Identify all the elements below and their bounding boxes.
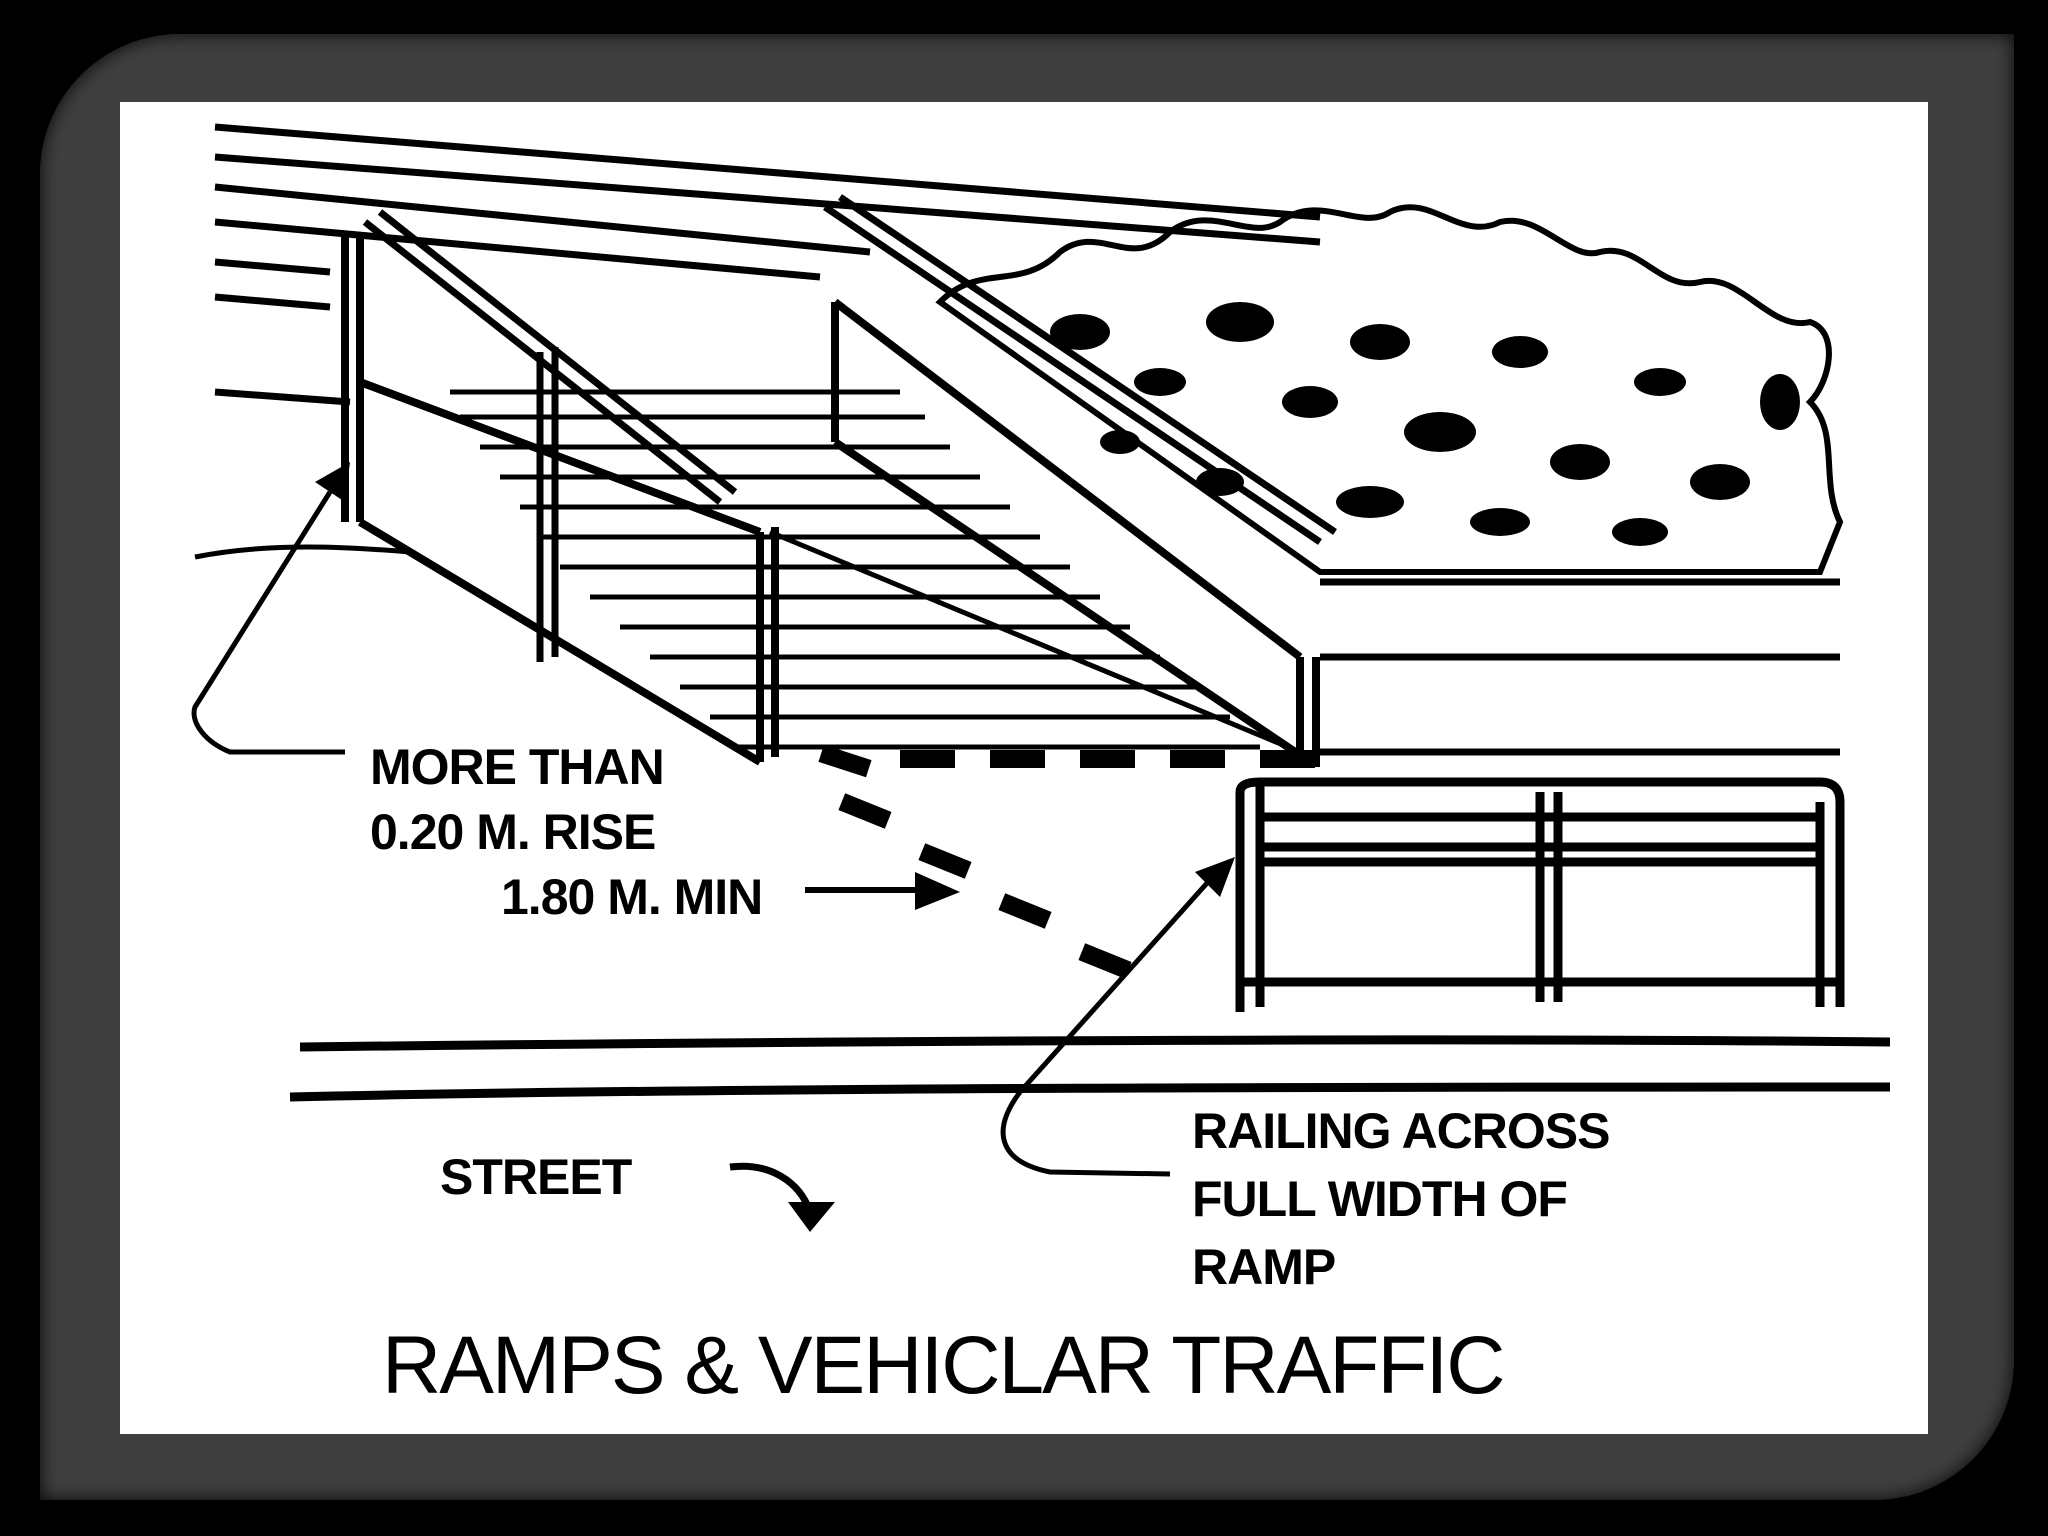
- rise-label-line2: 0.20 M. RISE: [370, 804, 656, 860]
- right-ramp-wall: [831, 298, 1320, 767]
- raised-platform: [1320, 578, 1840, 756]
- diagram-panel: MORE THAN 0.20 M. RISE 1.80 M. MIN STREE…: [120, 102, 1928, 1434]
- railing-leader-arrow: [1000, 880, 1210, 1177]
- street-curb: [289, 1035, 1891, 1102]
- diagram-title: RAMPS & VEHICLAR TRAFFIC: [382, 1320, 1505, 1411]
- protective-railing: [1235, 777, 1845, 1012]
- building-wall: [214, 123, 1321, 406]
- sidewalk-edge: [194, 544, 411, 560]
- railing-label-line3: RAMP: [1192, 1239, 1336, 1295]
- bushes: [935, 204, 1844, 575]
- min-width-arrowhead-icon: [915, 872, 960, 910]
- sidewalk-marks: [818, 744, 1315, 979]
- railing-label-line2: FULL WIDTH OF: [1192, 1171, 1568, 1227]
- street-label: STREET: [440, 1149, 632, 1205]
- railing-label-line1: RAILING ACROSS: [1192, 1103, 1610, 1159]
- railing-label: RAILING ACROSS FULL WIDTH OF RAMP: [1192, 1097, 1610, 1301]
- railing-arrowhead-icon: [1195, 857, 1235, 897]
- rise-arrowhead-icon: [315, 462, 350, 502]
- rise-label-line1: MORE THAN: [370, 739, 665, 795]
- ramp-illustration: [191, 123, 1891, 1232]
- ramp-surface-hatching: [450, 389, 1301, 755]
- street-arrowhead-icon: [788, 1202, 835, 1232]
- rise-leader-arrow: [191, 490, 345, 755]
- min-width-label: 1.80 M. MIN: [501, 869, 763, 925]
